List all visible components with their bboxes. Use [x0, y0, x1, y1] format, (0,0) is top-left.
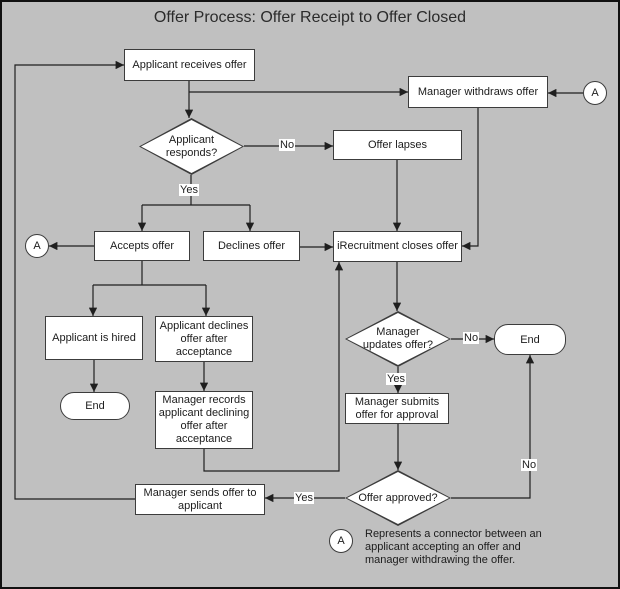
node-applicant-receives-offer: Applicant receives offer — [124, 49, 255, 81]
edge-sends-to-receives — [14, 60, 135, 500]
edge-label-updates-no: No — [463, 332, 480, 344]
terminator-end-left: End — [60, 392, 130, 420]
diamond-label: Offer approved? — [358, 491, 438, 504]
node-manager-sends-offer: Manager sends offer to applicant — [135, 484, 265, 515]
edge-accepts-split — [93, 261, 206, 286]
legend-line: manager withdrawing the offer. — [365, 554, 516, 566]
diamond-label: Manager updates offer? — [362, 326, 434, 351]
node-manager-submits-offer: Manager submits offer for approval — [345, 393, 449, 424]
edge-label-responds-no: No — [279, 139, 296, 151]
node-applicant-responds: Applicant responds? — [139, 118, 244, 175]
node-offer-lapses: Offer lapses — [333, 130, 462, 160]
node-manager-withdraws-offer: Manager withdraws offer — [408, 76, 548, 108]
edge-withdraws-to-closes — [462, 108, 479, 251]
edge-records-to-closes — [203, 262, 344, 472]
legend-text: Represents a connector between an applic… — [365, 528, 587, 567]
edge-approved-no-to-end — [451, 355, 535, 499]
edge-label-approved-no: No — [521, 459, 538, 471]
node-applicant-is-hired: Applicant is hired — [45, 316, 143, 360]
page-title: Offer Process: Offer Receipt to Offer Cl… — [153, 9, 467, 26]
edge-label-approved-yes: Yes — [294, 492, 314, 504]
legend-line: applicant accepting an offer and — [365, 541, 521, 553]
node-accepts-offer: Accepts offer — [94, 231, 190, 261]
connector-a-left: A — [25, 234, 49, 258]
node-offer-approved: Offer approved? — [345, 470, 451, 526]
edge-label-updates-yes: Yes — [386, 373, 406, 385]
diamond-label: Applicant responds? — [165, 133, 218, 159]
connector-a-top-right: A — [583, 81, 607, 105]
node-manager-records-declining: Manager records applicant declining offe… — [155, 391, 253, 449]
node-manager-updates-offer: Manager updates offer? — [345, 311, 451, 367]
legend-line: Represents a connector between an — [365, 528, 542, 540]
terminator-end-right: End — [494, 324, 566, 355]
node-irecruitment-closes-offer: iRecruitment closes offer — [333, 231, 462, 262]
node-declines-offer: Declines offer — [203, 231, 300, 261]
legend-connector-a-icon: A — [329, 529, 353, 553]
edge-label-responds-yes: Yes — [179, 184, 199, 196]
node-applicant-declines-after-acceptance: Applicant declines offer after acceptanc… — [155, 316, 253, 362]
